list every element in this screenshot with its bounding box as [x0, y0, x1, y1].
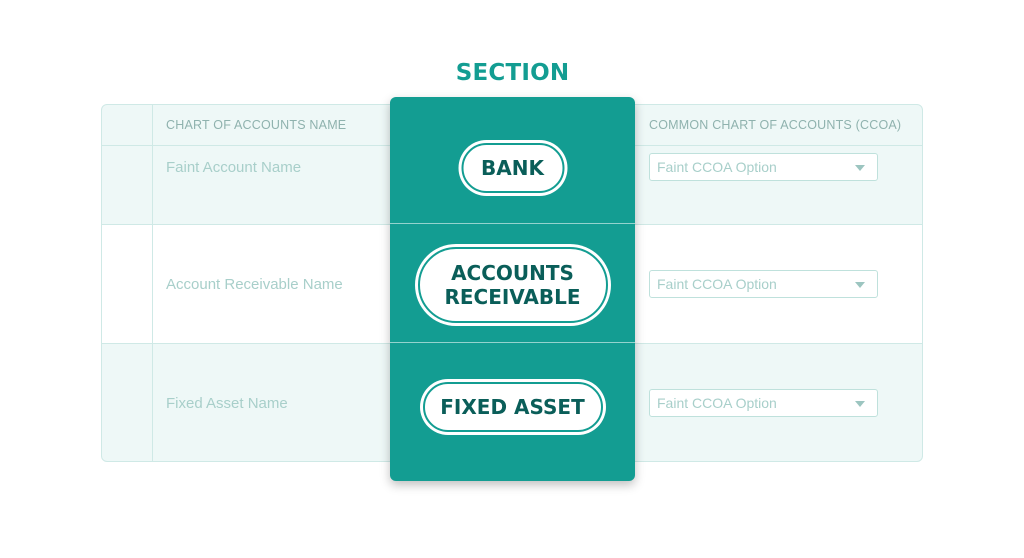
index-column [102, 146, 153, 224]
pill-accounts-receivable-label: ACCOUNTS RECEIVABLE [417, 247, 608, 323]
index-column [102, 105, 153, 145]
ccoa-select-value: Faint CCOA Option [657, 159, 777, 175]
index-column [102, 225, 153, 343]
table-header: CHART OF ACCOUNTS NAME COMMON CHART OF A… [102, 105, 922, 145]
panel-divider [390, 223, 635, 224]
chevron-down-icon [855, 165, 865, 171]
section-panel: BANK ACCOUNTS RECEIVABLE FIXED ASSET [390, 97, 635, 481]
ccoa-select[interactable]: Faint CCOA Option [649, 389, 878, 417]
header-account-name: CHART OF ACCOUNTS NAME [166, 118, 347, 132]
header-ccoa: COMMON CHART OF ACCOUNTS (CCOA) [649, 118, 902, 132]
pill-accounts-receivable[interactable]: ACCOUNTS RECEIVABLE [417, 247, 608, 323]
index-column [102, 344, 153, 461]
ccoa-select[interactable]: Faint CCOA Option [649, 270, 878, 298]
pill-fixed-asset-label: FIXED ASSET [422, 382, 603, 432]
panel-divider [390, 342, 635, 343]
pill-line-1: ACCOUNTS [451, 261, 574, 285]
pill-bank-label: BANK [461, 143, 564, 193]
section-title: SECTION [455, 60, 570, 86]
account-name-cell: Account Receivable Name [166, 276, 343, 293]
ccoa-select[interactable]: Faint CCOA Option [649, 153, 878, 181]
ccoa-select-value: Faint CCOA Option [657, 276, 777, 292]
pill-line-2: RECEIVABLE [444, 285, 581, 309]
account-name-cell: Fixed Asset Name [166, 395, 288, 412]
table-row: Faint Account Name Faint CCOA Option [102, 145, 922, 224]
account-name-cell: Faint Account Name [166, 159, 302, 176]
pill-fixed-asset[interactable]: FIXED ASSET [422, 382, 603, 432]
ccoa-select-value: Faint CCOA Option [657, 395, 777, 411]
chevron-down-icon [855, 401, 865, 407]
chevron-down-icon [855, 282, 865, 288]
pill-bank[interactable]: BANK [461, 143, 564, 193]
